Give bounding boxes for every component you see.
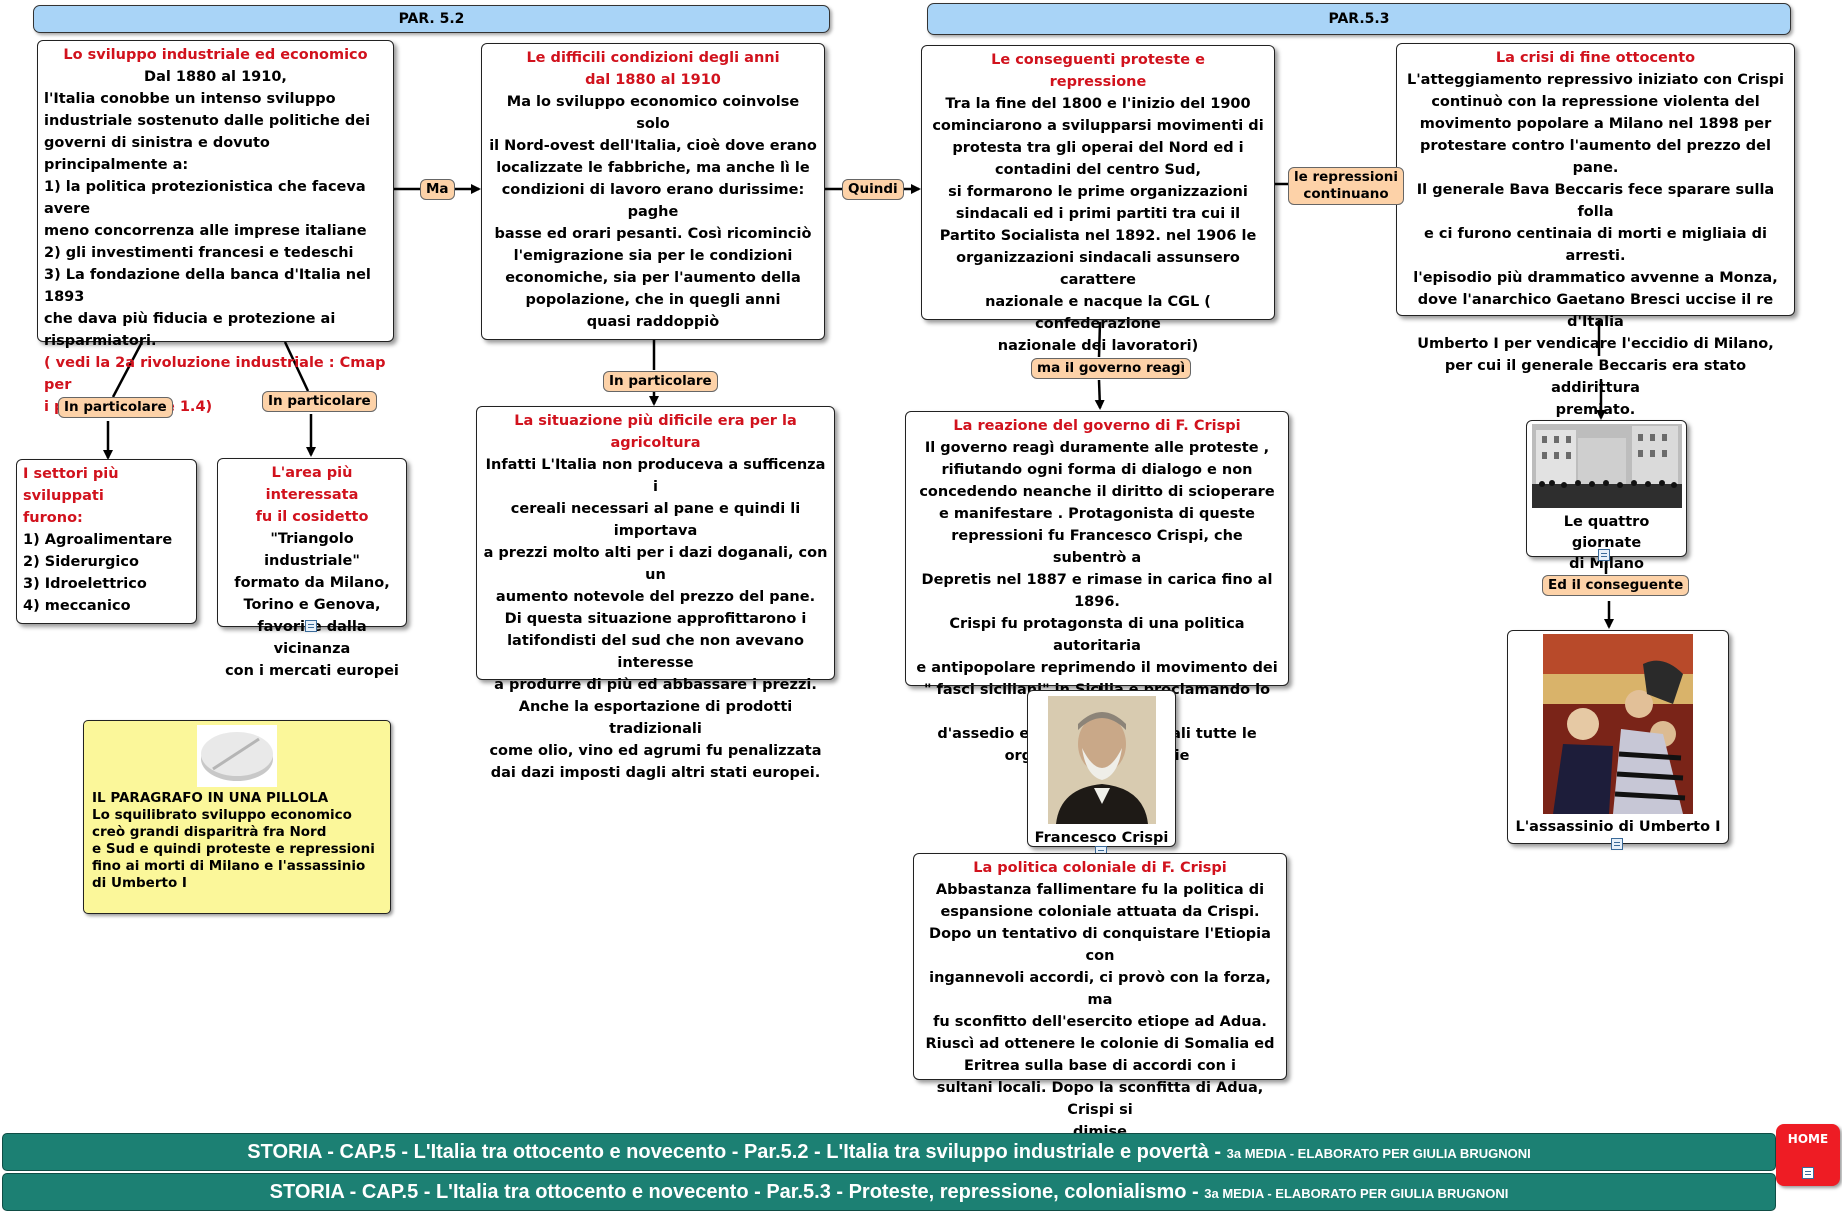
francesco-crispi-portrait-image bbox=[1047, 696, 1156, 824]
node-body: 1) Agroalimentare 2) Siderurgico 3) Idro… bbox=[23, 532, 173, 614]
link-label-in-particolare: In particolare bbox=[603, 371, 718, 392]
link-label-ma: Ma bbox=[420, 179, 455, 200]
node-title: La situazione più dificile era per la ag… bbox=[514, 413, 797, 451]
node-difficili-condizioni[interactable]: Le difficili condizioni degli anni dal 1… bbox=[481, 43, 825, 340]
node-francesco-crispi-photo[interactable]: Francesco Crispi bbox=[1027, 690, 1176, 847]
node-title: I settori più sviluppati furono: bbox=[23, 466, 119, 526]
resource-link-icon[interactable] bbox=[1611, 838, 1623, 850]
node-sviluppo-industriale[interactable]: Lo sviluppo industriale ed economico Dal… bbox=[37, 40, 394, 415]
footer-title: STORIA - CAP.5 - L'Italia tra ottocento … bbox=[269, 1181, 1205, 1203]
node-body: Ma lo sviluppo economico coinvolse solo … bbox=[489, 94, 817, 330]
node-reazione-governo-crispi[interactable]: La reazione del governo di F. Crispi Il … bbox=[905, 411, 1289, 764]
node-subtitle: Dal 1880 al 1910, bbox=[144, 69, 287, 85]
node-situazione-agricoltura[interactable]: La situazione più dificile era per la ag… bbox=[476, 406, 835, 781]
node-body: Infatti L'Italia non produceva a suffice… bbox=[483, 457, 828, 781]
node-body: l'Italia conobbe un intenso sviluppo ind… bbox=[44, 91, 371, 349]
footer-title: STORIA - CAP.5 - L'Italia tra ottocento … bbox=[247, 1141, 1227, 1163]
node-body: L'atteggiamento repressivo iniziato con … bbox=[1407, 72, 1784, 418]
node-paragrafo-in-una-pillola[interactable]: IL PARAGRAFO IN UNA PILLOLA Lo squilibra… bbox=[83, 720, 391, 914]
node-body: "Triangolo industriale" formato da Milan… bbox=[225, 531, 399, 679]
resource-link-icon[interactable] bbox=[1598, 549, 1610, 561]
node-quattro-giornate-milano-photo[interactable]: Le quattro giornate di Milano bbox=[1526, 420, 1687, 572]
photo-caption: Francesco Crispi bbox=[1034, 830, 1169, 846]
link-label-in-particolare: In particolare bbox=[262, 391, 377, 412]
home-button[interactable]: HOME bbox=[1776, 1124, 1840, 1186]
pill-icon bbox=[197, 725, 277, 787]
node-body: Abbastanza fallimentare fu la politica d… bbox=[925, 882, 1275, 1140]
assassinio-umberto-image bbox=[1543, 634, 1693, 814]
footer-credit: 3a MEDIA - ELABORATO PER GIULIA BRUGNONI bbox=[1226, 1146, 1531, 1161]
node-politica-coloniale-crispi[interactable]: La politica coloniale di F. Crispi Abbas… bbox=[913, 853, 1287, 1140]
link-label-repressioni-continuano: le repressioni continuano bbox=[1288, 167, 1404, 205]
link-label-conseguente: Ed il conseguente bbox=[1542, 575, 1690, 596]
photo-caption: Le quattro giornate di Milano bbox=[1563, 514, 1650, 572]
node-title: La politica coloniale di F. Crispi bbox=[973, 860, 1227, 876]
quattro-giornate-milano-image bbox=[1531, 424, 1682, 508]
node-title: La crisi di fine ottocento bbox=[1495, 50, 1696, 66]
node-title: Lo sviluppo industriale ed economico bbox=[63, 47, 368, 63]
node-title: Le conseguenti proteste e repressione bbox=[991, 52, 1205, 90]
link-label-quindi: Quindi bbox=[842, 179, 904, 200]
header-par-5-2: PAR. 5.2 bbox=[33, 5, 830, 33]
home-link-icon bbox=[1802, 1167, 1814, 1179]
node-settori-sviluppati[interactable]: I settori più sviluppati furono: 1) Agro… bbox=[16, 459, 197, 624]
node-body: Tra la fine del 1800 e l'inizio del 1900… bbox=[932, 96, 1264, 354]
node-title: Le difficili condizioni degli anni dal 1… bbox=[526, 50, 780, 88]
link-label-in-particolare: In particolare bbox=[58, 397, 173, 418]
footer-credit: 3a MEDIA - ELABORATO PER GIULIA BRUGNONI bbox=[1204, 1186, 1509, 1201]
home-label: HOME bbox=[1787, 1132, 1829, 1146]
pill-text: IL PARAGRAFO IN UNA PILLOLA Lo squilibra… bbox=[92, 790, 375, 891]
node-crisi-fine-ottocento[interactable]: La crisi di fine ottocento L'atteggiamen… bbox=[1396, 43, 1795, 418]
node-title: L'area più interessata fu il cosidetto bbox=[255, 465, 369, 525]
header-par-5-3: PAR.5.3 bbox=[927, 3, 1791, 35]
link-label-governo-reagi: ma il governo reagì bbox=[1031, 358, 1192, 379]
resource-link-icon[interactable] bbox=[305, 620, 317, 632]
node-title: La reazione del governo di F. Crispi bbox=[953, 418, 1241, 434]
node-assassinio-umberto-photo[interactable]: L'assassinio di Umberto I bbox=[1507, 630, 1729, 844]
footer-link-par-5-2[interactable]: STORIA - CAP.5 - L'Italia tra ottocento … bbox=[2, 1133, 1776, 1171]
node-area-interessata[interactable]: L'area più interessata fu il cosidetto "… bbox=[217, 458, 407, 679]
footer-link-par-5-3[interactable]: STORIA - CAP.5 - L'Italia tra ottocento … bbox=[2, 1173, 1776, 1211]
node-proteste-repressione[interactable]: Le conseguenti proteste e repressione Tr… bbox=[921, 45, 1275, 354]
photo-caption: L'assassinio di Umberto I bbox=[1515, 819, 1721, 835]
